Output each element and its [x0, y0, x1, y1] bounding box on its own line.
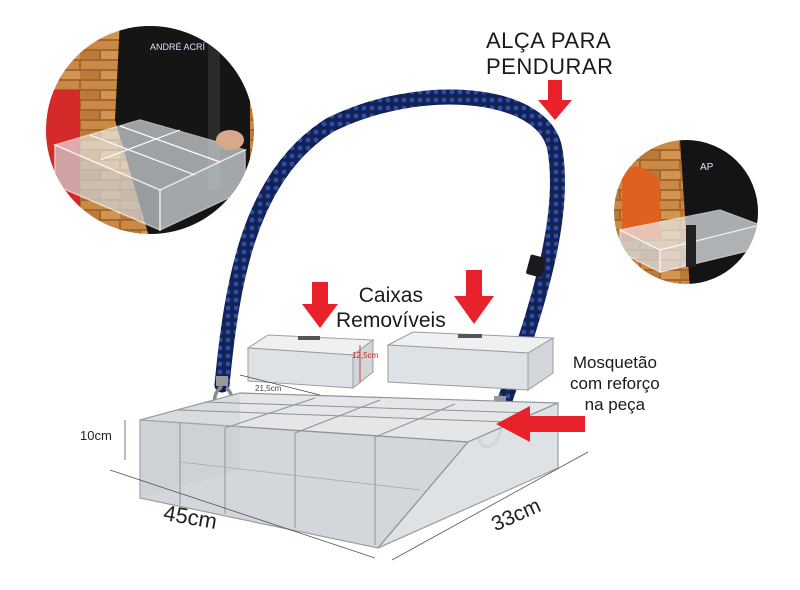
clip-label-line1: Mosquetão: [572, 353, 657, 372]
removable-box-right: [386, 331, 555, 391]
dimension-height: 10cm: [80, 428, 112, 443]
arrow-box-left: [302, 282, 338, 328]
main-acrylic-box: [139, 392, 559, 549]
handle-label-line2: PENDURAR: [486, 54, 614, 79]
strap-buckle: [526, 254, 546, 278]
photo-left-shirt-text: ANDRÉ ACRÍ: [150, 42, 206, 52]
boxes-label-line2: Removíveis: [336, 309, 446, 332]
handle-label: ALÇA PARA PENDURAR: [486, 28, 613, 80]
clip-label-line3: na peça: [584, 395, 646, 414]
boxes-label-line1: Caixas: [358, 284, 423, 307]
removable-boxes-label: Caixas Removíveis: [336, 283, 446, 333]
small-box-width: 21,5cm: [255, 384, 282, 393]
photo-left: ANDRÉ ACRÍ: [46, 26, 254, 234]
clip-label-line2: com reforço: [570, 374, 660, 393]
photo-right-shirt-text: AP: [700, 162, 714, 173]
arrow-handle: [538, 80, 572, 120]
carabiner-label: Mosquetão com reforço na peça: [570, 352, 660, 415]
small-box-height: 12,5cm: [352, 351, 379, 360]
removable-box-left: [239, 334, 375, 396]
arrow-box-right: [454, 270, 494, 324]
dimension-lines: [109, 420, 589, 561]
hanging-strap: [214, 89, 566, 408]
arrow-carabiner: [496, 406, 585, 442]
handle-label-line1: ALÇA PARA: [486, 28, 612, 53]
photo-right: AP: [614, 140, 758, 284]
